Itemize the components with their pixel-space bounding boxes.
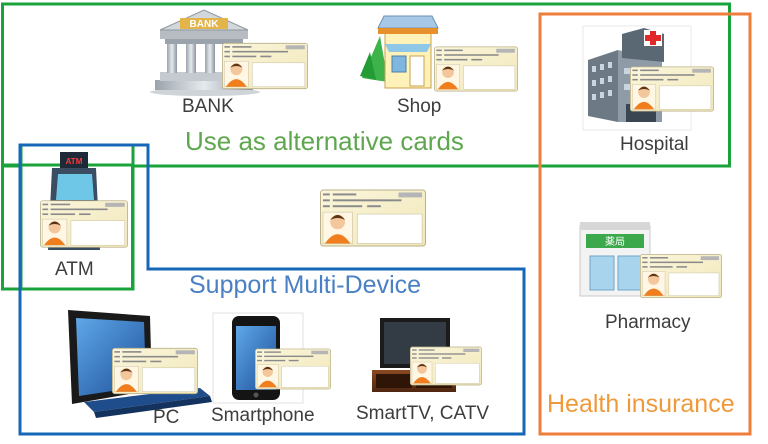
atm-sign: ATM: [66, 157, 83, 166]
pharmacy-card-icon: [640, 253, 722, 299]
pharmacy-icon: 薬局: [579, 222, 651, 297]
label-hospital: Hospital: [620, 134, 689, 155]
bank-sign: BANK: [190, 19, 220, 30]
hospital-card-icon: [630, 66, 714, 112]
shop-icon: [360, 15, 439, 89]
group-label-multi-device: Support Multi-Device: [189, 271, 422, 299]
label-pc: PC: [153, 407, 180, 428]
bank-card-icon: [222, 42, 308, 90]
smartphone-card-icon: [255, 348, 331, 390]
group-label-alternative-cards: Use as alternative cards: [185, 126, 464, 156]
pc-card-icon: [112, 347, 198, 395]
smarttv-card-icon: [410, 346, 482, 386]
label-smarttv: SmartTV, CATV: [356, 403, 490, 424]
bank-icon: BANK: [150, 9, 260, 96]
pharmacy-sign: 薬局: [605, 236, 625, 248]
alternative-cards-frame: [1, 2, 731, 168]
shop-card-icon: [434, 46, 518, 92]
label-bank: BANK: [182, 96, 234, 117]
label-shop: Shop: [397, 96, 442, 117]
label-pharmacy: Pharmacy: [605, 312, 691, 333]
group-label-health-insurance: Health insurance: [547, 390, 735, 418]
health-insurance-frame: [538, 12, 752, 436]
atm-card-icon: [40, 200, 128, 248]
multi-device-frame: [18, 143, 526, 436]
central-card-icon: [320, 189, 426, 247]
label-smartphone: Smartphone: [211, 405, 315, 426]
label-atm: ATM: [55, 259, 94, 280]
